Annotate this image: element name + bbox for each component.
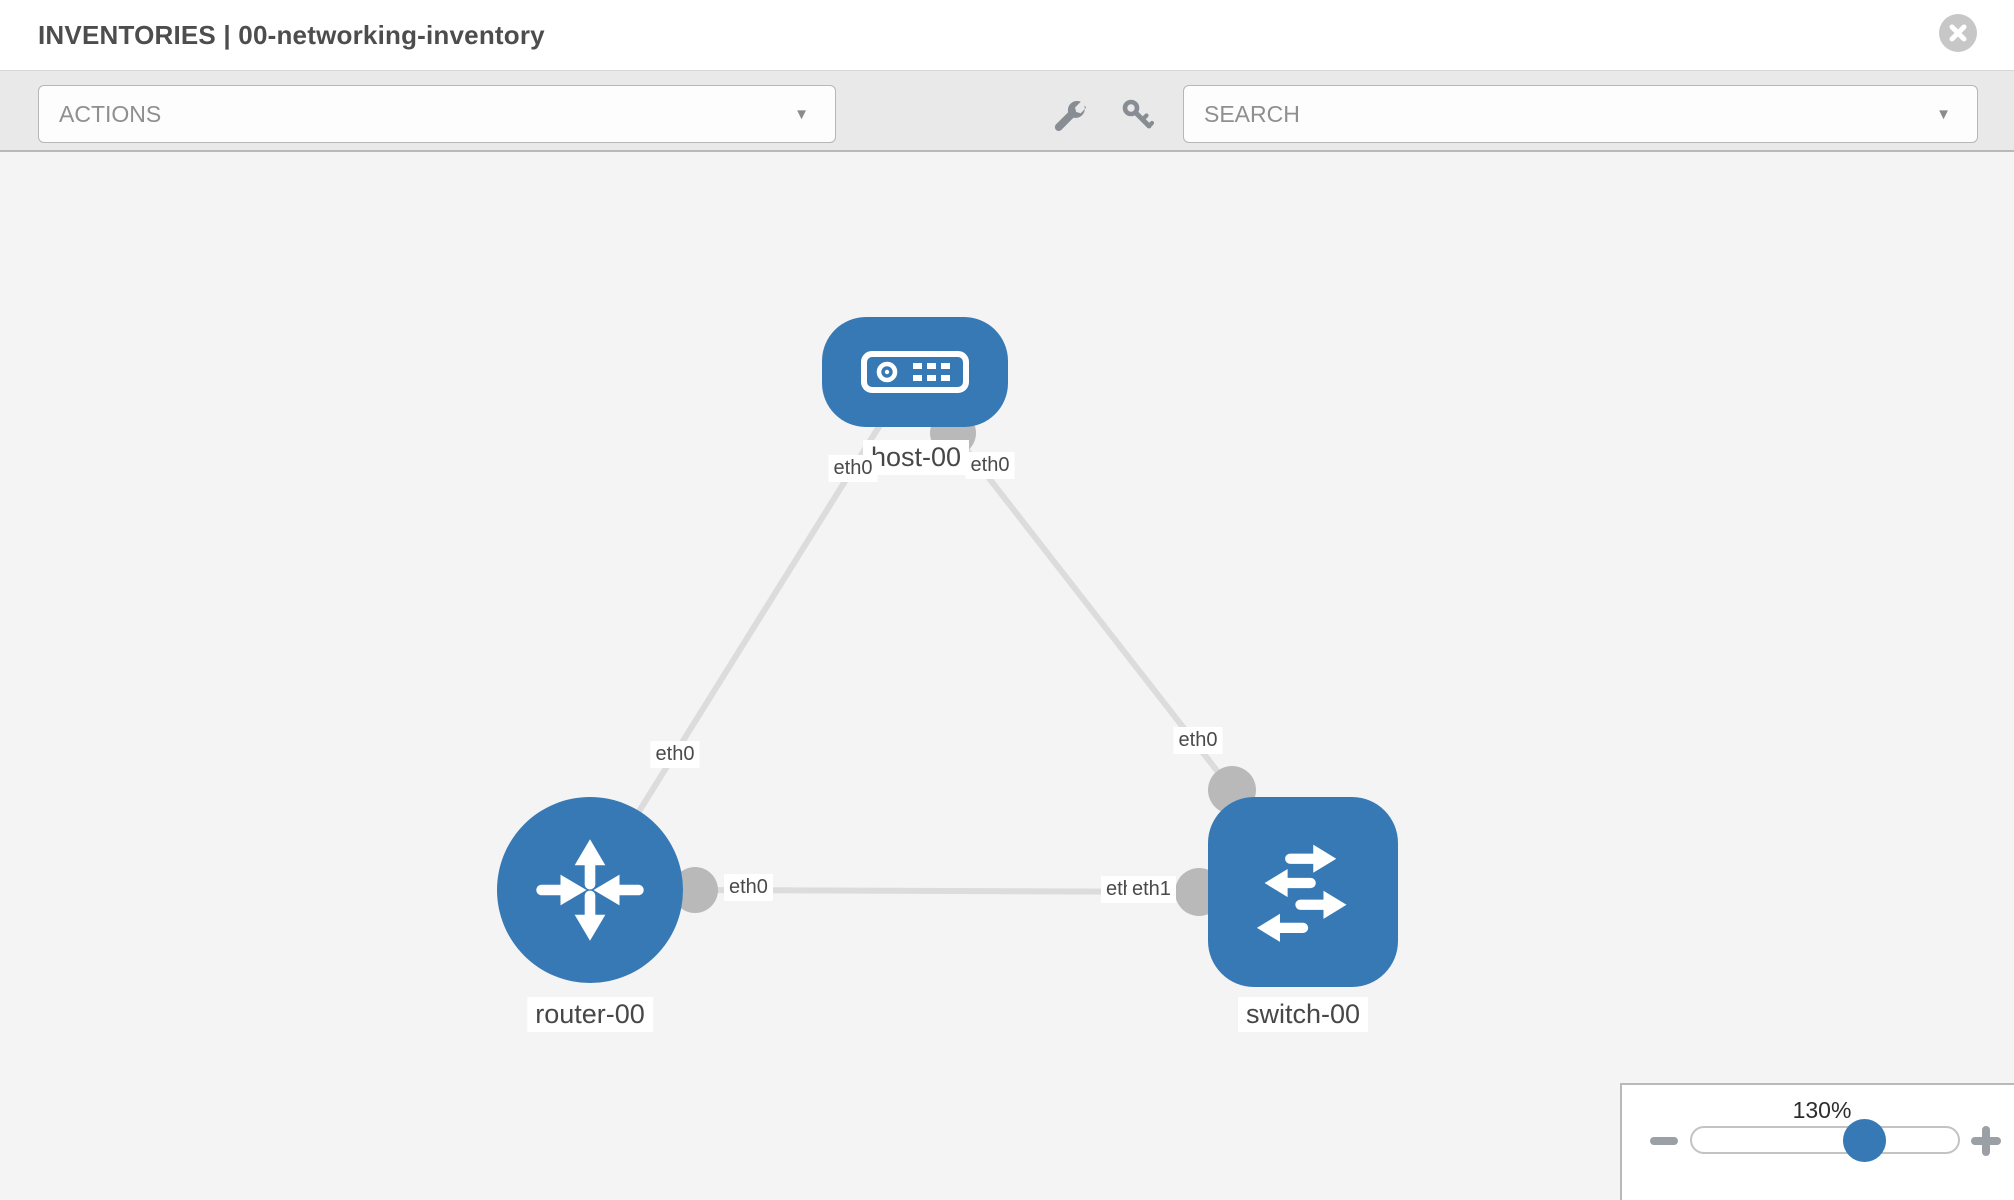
topology-links-layer — [587, 410, 1256, 916]
node-label-host-00: host-00 — [862, 440, 970, 475]
zoom-slider-thumb[interactable] — [1843, 1119, 1886, 1162]
node-label-router-00: router-00 — [527, 997, 653, 1032]
node-label-switch-00: switch-00 — [1237, 997, 1369, 1032]
zoom-level-value: 130% — [1792, 1097, 1852, 1123]
iface-label-host-right: eth0 — [965, 452, 1015, 479]
iface-label-switch-top: eth0 — [1173, 727, 1223, 754]
node-router-00[interactable] — [497, 797, 683, 983]
wrench-icon — [1054, 100, 1087, 131]
close-button[interactable] — [1939, 14, 1977, 52]
zoom-in-button[interactable] — [1971, 1126, 2001, 1156]
zoom-out-button[interactable] — [1650, 1137, 1678, 1145]
node-switch-00[interactable] — [1208, 797, 1398, 987]
iface-label-router-top: eth0 — [650, 741, 700, 768]
search-placeholder: SEARCH — [1204, 100, 1300, 127]
iface-label-switch-left: eth1 — [1127, 876, 1176, 903]
zoom-control-panel: 130% — [1620, 1083, 2014, 1200]
page-title: INVENTORIES | 00-networking-inventory — [38, 20, 545, 50]
tools-button[interactable] — [1051, 97, 1087, 138]
topology-canvas[interactable] — [0, 152, 2014, 1200]
node-host-00[interactable] — [822, 317, 1008, 427]
actions-dropdown[interactable]: ACTIONS ▼ — [38, 85, 836, 143]
interface-circle-router-eth0[interactable] — [672, 867, 718, 913]
header: INVENTORIES | 00-networking-inventory — [0, 0, 2014, 70]
iface-label-router-right: eth0 — [724, 874, 773, 901]
iface-label-host-left: eth0 — [828, 455, 878, 482]
search-dropdown[interactable]: SEARCH ▼ — [1183, 85, 1978, 143]
credentials-button[interactable] — [1120, 97, 1155, 136]
host-icon — [861, 351, 969, 393]
switch-icon — [1256, 844, 1347, 942]
plus-icon — [1982, 1126, 1990, 1156]
router-icon — [536, 839, 644, 941]
key-icon — [1122, 99, 1155, 129]
chevron-down-icon: ▼ — [1936, 105, 1951, 123]
zoom-slider-track[interactable] — [1690, 1126, 1960, 1154]
iface-label-switch-left-under: eth0 — [1101, 876, 1132, 903]
close-icon — [1949, 24, 1967, 42]
actions-dropdown-label: ACTIONS — [59, 100, 162, 127]
chevron-down-icon: ▼ — [794, 105, 809, 123]
